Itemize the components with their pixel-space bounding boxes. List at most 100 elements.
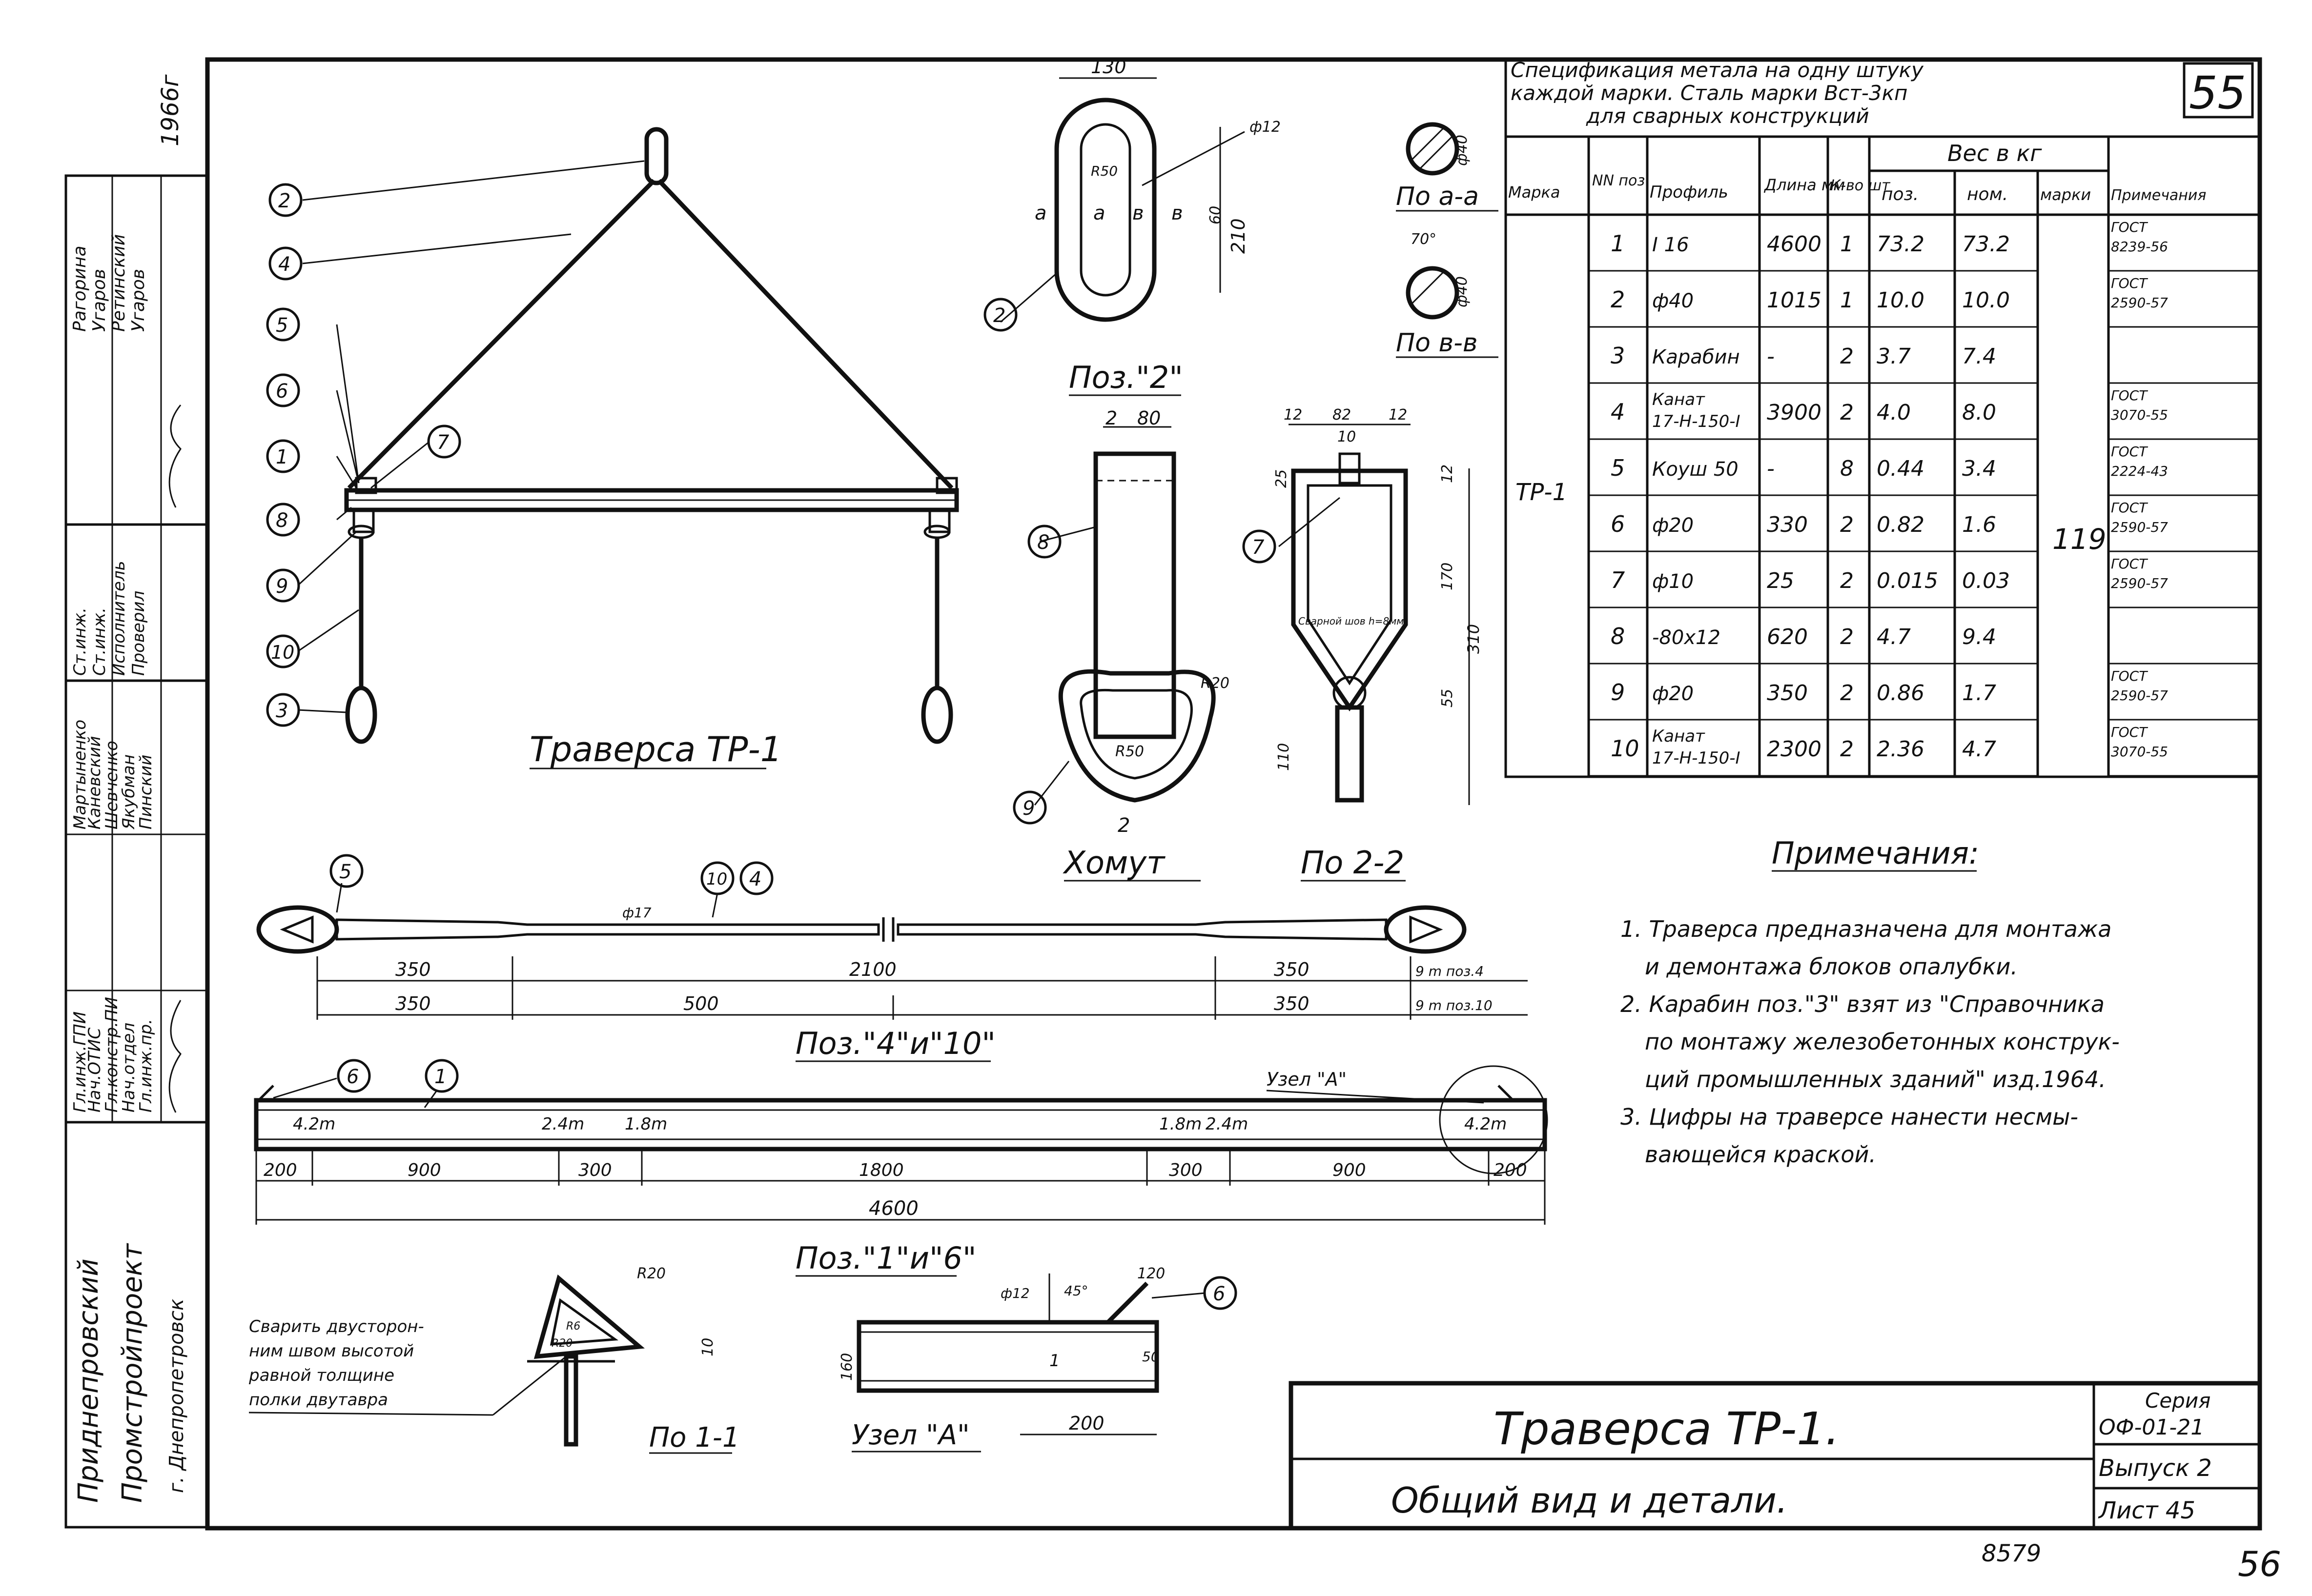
rope-left bbox=[347, 179, 656, 490]
dim: 120 bbox=[1137, 1265, 1165, 1282]
callout-number: 1 bbox=[276, 446, 288, 468]
spec-note: 2590-57 bbox=[2111, 575, 2168, 591]
pos2-detail: 130 210 ф12 60 R50 а а в в 2 Поз."2" bbox=[983, 56, 1281, 396]
dim: ф40 bbox=[1453, 135, 1471, 166]
svg-text:а: а bbox=[1035, 202, 1047, 224]
spec-cell: 10.0 bbox=[1962, 288, 2010, 313]
page-number: 55 bbox=[2189, 67, 2246, 119]
dim: 55 bbox=[1439, 689, 1456, 707]
distance-mark: 4.2m bbox=[1464, 1114, 1507, 1134]
note-line: 2. Карабин поз."3" взят из "Справочника bbox=[1620, 991, 2105, 1017]
col-header: Примечания bbox=[2111, 187, 2206, 204]
page-number-box bbox=[2183, 62, 2254, 119]
spec-cell: 3900 bbox=[1767, 400, 1821, 425]
weld-note: полки двутавра bbox=[249, 1390, 388, 1410]
carabiner-left bbox=[345, 686, 377, 744]
spec-note: 2590-57 bbox=[2111, 295, 2168, 311]
section-aa: ф40 По а-а bbox=[1396, 122, 1498, 212]
spec-note: 8239-56 bbox=[2111, 239, 2168, 255]
spec-cell: 2 bbox=[1840, 681, 1854, 706]
callout-number: 9 bbox=[1023, 797, 1035, 820]
stamp-title: Нач.отдел bbox=[119, 1023, 139, 1112]
notes-title: Примечания: bbox=[1772, 835, 1979, 871]
spec-note: ГОСТ bbox=[2111, 387, 2148, 404]
spec-cell: 3.7 bbox=[1877, 344, 1911, 369]
callout-number: 10 bbox=[271, 642, 294, 663]
stamp-name: Мартыненко bbox=[70, 720, 90, 829]
rope-right bbox=[657, 179, 954, 490]
clamp-detail: 2 80 R20 R50 8 9 2 Хомут bbox=[1013, 407, 1229, 882]
series-value: ОФ-01-21 bbox=[2099, 1415, 2204, 1440]
spec-cell: Коуш 50 bbox=[1652, 458, 1739, 481]
stamp-title: Нач.ОТИС bbox=[85, 1028, 104, 1112]
spec-cell: ф20 bbox=[1652, 683, 1694, 705]
dim: 9 m поз.4 bbox=[1415, 963, 1484, 979]
col-header: Марка bbox=[1508, 183, 1560, 202]
col-header: Длина мм bbox=[1763, 176, 1845, 194]
dim: ф17 bbox=[622, 905, 652, 921]
spec-cell: - bbox=[1767, 456, 1775, 481]
dim: ф12 bbox=[1249, 119, 1281, 136]
notes-block: Примечания: 1. Траверса предназначена дл… bbox=[1620, 835, 2120, 1168]
dim: 9 m поз.10 bbox=[1415, 997, 1493, 1013]
spec-cell: 0.82 bbox=[1877, 512, 1924, 537]
spec-note: ГОСТ bbox=[2111, 724, 2148, 740]
drawing-subtitle: Общий вид и детали. bbox=[1391, 1480, 1788, 1521]
dim: 4600 bbox=[869, 1197, 919, 1220]
spec-cell: 2300 bbox=[1767, 737, 1821, 762]
dim: 350 bbox=[1274, 993, 1309, 1014]
spec-cell: 8 bbox=[1611, 623, 1625, 649]
dim: ф40 bbox=[1453, 276, 1471, 307]
dim: 2100 bbox=[849, 959, 897, 980]
dim: 50 bbox=[1142, 1349, 1160, 1365]
note-line: 3. Цифры на траверсе нанести несмы- bbox=[1620, 1104, 2078, 1130]
dim: 300 bbox=[1169, 1160, 1203, 1180]
dim: 350 bbox=[1274, 959, 1309, 980]
dim: 500 bbox=[683, 993, 719, 1014]
note-line: по монтажу железобетонных конструк- bbox=[1645, 1029, 2120, 1055]
mark-weight-cell: 119 bbox=[2052, 523, 2107, 556]
signature bbox=[168, 404, 182, 508]
view-title: По 1-1 bbox=[649, 1422, 740, 1454]
view-title: Поз."2" bbox=[1069, 360, 1183, 395]
svg-text:а: а bbox=[1093, 202, 1105, 224]
mark-cell: ТР-1 bbox=[1515, 479, 1567, 506]
spec-cell: Канат bbox=[1652, 390, 1705, 409]
dim: 900 bbox=[1332, 1160, 1366, 1180]
dim: 310 bbox=[1464, 624, 1483, 654]
spec-cell: 5 bbox=[1611, 455, 1625, 481]
spec-cell: 1 bbox=[1840, 288, 1854, 313]
series-label: Серия bbox=[2145, 1389, 2210, 1413]
sheet-value: Лист 45 bbox=[2098, 1497, 2195, 1524]
dim: ф12 bbox=[1001, 1285, 1030, 1301]
org-name-2: Промстройпроект bbox=[117, 1243, 148, 1503]
stamp-title: Ст.инж. bbox=[70, 607, 90, 676]
dim: 160 bbox=[839, 1353, 856, 1381]
callout-number: 4 bbox=[749, 868, 761, 890]
stamp-name: Каневский bbox=[85, 736, 104, 829]
spec-cell: 1 bbox=[1611, 230, 1625, 257]
spec-table: 55 Спецификация метала на одну штуку каж… bbox=[1504, 58, 2261, 778]
distance-mark: 2.4m bbox=[542, 1114, 584, 1134]
spec-cell: 2.36 bbox=[1877, 737, 1924, 762]
footer-number: 56 bbox=[2238, 1544, 2281, 1584]
spec-cell: -80x12 bbox=[1652, 626, 1720, 649]
spec-cell: 2 bbox=[1840, 512, 1854, 537]
spec-cell: 0.44 bbox=[1877, 456, 1924, 481]
callout-number: 7 bbox=[437, 431, 450, 454]
section-11: R20 R6 R20 10 По 1-1 Сварить двусторон- … bbox=[248, 1265, 740, 1454]
view-title: Траверса ТР-1 bbox=[530, 729, 782, 769]
spec-note: 3070-55 bbox=[2111, 407, 2168, 423]
svg-text:2: 2 bbox=[1105, 407, 1117, 429]
spec-cell: 1.6 bbox=[1962, 512, 1996, 537]
dim: 350 bbox=[395, 993, 431, 1014]
spec-cell: 6 bbox=[1611, 511, 1625, 537]
callout-number: 7 bbox=[1252, 536, 1265, 559]
dim: 82 bbox=[1332, 406, 1351, 424]
svg-text:2: 2 bbox=[1118, 814, 1130, 837]
view-title: По 2-2 bbox=[1301, 845, 1404, 881]
spec-cell: 4 bbox=[1611, 399, 1625, 425]
dim: 12 bbox=[1389, 406, 1407, 424]
